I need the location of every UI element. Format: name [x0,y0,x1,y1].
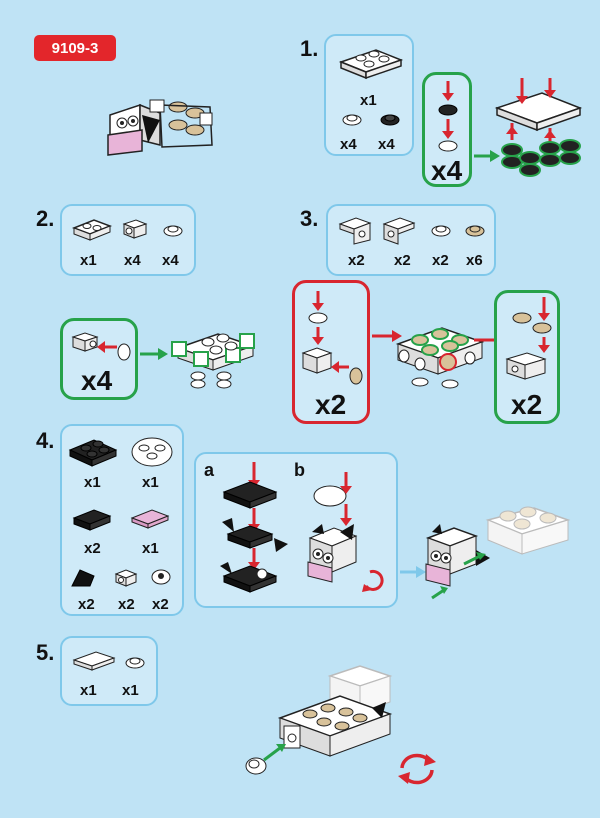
step-4-qty-pink-tile: x1 [142,540,159,557]
bracket-white-icon [301,347,333,374]
set-code-badge: 9109-3 [34,35,116,61]
step-2-subassembly-panel: x4 [60,318,138,400]
finished-model-illustration [107,99,213,156]
step-5-number: 5. [36,640,55,665]
red-arrow-down-icon [538,297,550,321]
round-tile-eye-icon [151,569,171,585]
green-arrow-right-icon [474,150,500,162]
red-arrow-down-icon [312,327,324,345]
brick-with-stud-side-icon [122,219,148,239]
red-arrow-down-icon [442,81,454,101]
step-3-qty-white-round: x2 [432,252,449,269]
claw-black-icon [71,569,95,587]
red-arrow-left-icon [97,341,117,353]
bracket-inverted-white-icon [505,352,547,380]
round-plate-white-icon [431,225,451,237]
substep-a-label: a [204,460,215,480]
rotate-model-icon [398,753,436,785]
step-2-sub-multiplier: x4 [81,365,113,396]
step-2-parts-panel: x1 x4 x4 [60,204,196,276]
step-4-qty-brick-stud: x2 [118,596,135,613]
round-plate-white-icon [308,312,328,324]
step-5-result-illustration [245,665,393,775]
step-3-result-illustration [395,327,485,389]
step-3-qty-bracket: x2 [348,252,365,269]
step-4-qty-black-plate: x1 [84,474,101,491]
red-arrow-left-icon [331,361,349,373]
step-2-result-illustration [171,333,256,389]
bracket-white-icon [338,217,372,245]
step-4-qty-round-plate: x1 [142,474,159,491]
step-4-qty-eye-tile: x2 [152,596,169,613]
tile-1x2-pink-icon [130,509,170,529]
step-1-number: 1. [300,36,319,61]
step-3-right-subassembly-panel: x2 [494,290,560,424]
step-3-qty-tan-round: x6 [466,252,483,269]
tile-1x2-white-icon [72,651,116,671]
step-5-qty-round: x1 [122,682,139,699]
round-plate-white-icon [342,114,362,126]
step-3-left-subassembly-panel: x2 [292,280,370,424]
step-3-right-multiplier: x2 [511,389,543,420]
step-4-result-illustration [425,506,571,600]
brick-with-stud-side-icon [71,332,99,352]
bracket-inverted-white-icon [382,217,416,245]
round-plate-tan-icon [512,312,532,324]
step-1-qty-black-round: x4 [378,136,395,153]
step-1-sub-multiplier: x4 [431,155,463,186]
step-4-parts-panel: x1 x1 x2 x1 x2 x2 x2 [60,424,184,616]
plate-1x2-white-icon [71,219,113,241]
round-plate-white-icon [117,343,131,361]
step-1-qty-plate: x1 [360,92,377,109]
step-2-qty-brick: x4 [124,252,141,269]
red-arrow-right-connector [372,330,402,342]
step-5-parts-panel: x1 x1 [60,636,158,706]
brick-with-stud-side-icon [114,569,138,587]
step-2-number: 2. [36,206,55,231]
step-3-left-multiplier: x2 [315,389,347,420]
step-2-qty-plate: x1 [80,252,97,269]
step-4-qty-black-1x2: x2 [84,540,101,557]
blue-arrow-right-icon [400,566,426,578]
step-1-subassembly-panel: x4 [422,72,472,187]
substep-a-illustration [220,462,288,593]
step-4-number: 4. [36,428,55,453]
plate-2x2-black-icon [68,439,118,467]
step-1-result-illustration [494,78,583,177]
round-plate-tan-icon [532,322,552,334]
round-plate-black-icon [438,104,458,116]
round-plate-white-icon [163,225,183,237]
step-1-parts-panel: x1 x4 x4 [324,34,414,156]
round-plate-white-icon [125,657,145,669]
round-plate-2x2-white-icon [131,437,173,467]
step-3-number: 3. [300,206,319,231]
step-5-qty-tile: x1 [80,682,97,699]
step-3-qty-bracket-inverted: x2 [394,252,411,269]
step-4-qty-claw: x2 [78,596,95,613]
step-4-assembly-panel: a b [194,452,398,608]
substep-b-label: b [294,460,305,480]
plate-2x3-white-icon [338,49,404,80]
red-arrow-down-icon [538,337,550,353]
green-arrow-right-icon [140,348,168,360]
red-arrow-down-icon [312,291,324,311]
round-plate-white-icon [438,140,458,152]
step-2-qty-round: x4 [162,252,179,269]
step-1-qty-white-round: x4 [340,136,357,153]
substep-b-illustration [307,472,384,592]
round-plate-tan-icon [465,225,485,237]
plate-1x2-black-icon [72,509,112,531]
step-3-parts-panel: x2 x2 x2 x6 [326,204,496,276]
red-arrow-down-icon [442,119,454,139]
round-plate-tan-icon [349,367,363,385]
round-plate-black-icon [380,114,400,126]
